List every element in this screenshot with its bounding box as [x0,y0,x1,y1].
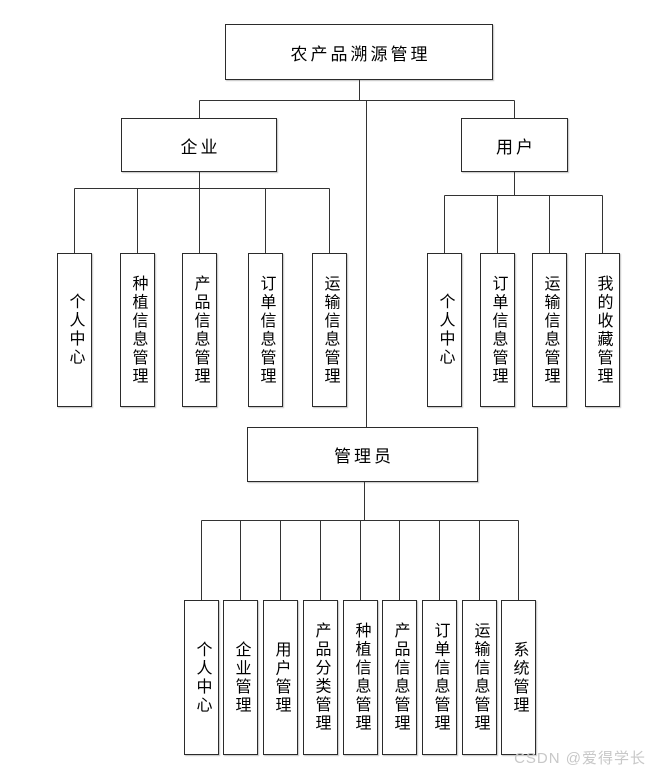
node-label: 运输信息管理 [471,622,489,733]
node-admin-product-info: 产品信息管理 [382,600,417,755]
node-admin-system-mgmt: 系统管理 [501,600,536,755]
node-admin-personal-center: 个人中心 [184,600,219,755]
node-label: 运输信息管理 [321,274,339,386]
node-label: 我的收藏管理 [594,274,612,386]
node-label: 产品分类管理 [312,622,330,733]
node-enterprise-product-info: 产品信息管理 [182,253,217,407]
node-admin-user-mgmt: 用户管理 [263,600,298,755]
connector-user-children [444,172,603,253]
node-label: 种植信息管理 [352,622,370,733]
node-user-order-info: 订单信息管理 [480,253,515,407]
node-label: 系统管理 [510,640,528,715]
node-root-label: 农产品溯源管理 [290,44,431,64]
node-label: 订单信息管理 [489,274,507,386]
connector-enterprise-children [74,172,330,253]
node-label: 订单信息管理 [257,274,275,386]
node-user-transport-info: 运输信息管理 [532,253,567,407]
node-admin-enterprise-mgmt: 企业管理 [223,600,258,755]
node-label: 产品信息管理 [191,274,209,386]
node-user-favorites: 我的收藏管理 [585,253,620,407]
node-label: 用户管理 [272,640,290,715]
node-admin-order-info: 订单信息管理 [422,600,457,755]
node-admin: 管理员 [247,427,478,482]
node-label: 个人中心 [193,640,211,715]
node-label: 运输信息管理 [541,274,559,386]
node-user-label: 用户 [496,137,536,157]
watermark: CSDN @爱得学长 [514,750,646,767]
node-enterprise-planting-info: 种植信息管理 [120,253,155,407]
connector-admin-children [201,482,519,600]
node-root: 农产品溯源管理 [225,24,493,80]
node-enterprise: 企业 [121,118,277,172]
node-user: 用户 [461,118,568,172]
node-admin-label: 管理员 [334,447,394,466]
node-enterprise-order-info: 订单信息管理 [248,253,283,407]
node-enterprise-label: 企业 [180,137,221,157]
node-user-personal-center: 个人中心 [427,253,462,407]
node-label: 个人中心 [66,293,84,367]
node-label: 企业管理 [232,640,250,715]
node-enterprise-personal-center: 个人中心 [57,253,92,407]
node-admin-product-category: 产品分类管理 [303,600,338,755]
node-label: 种植信息管理 [129,274,147,386]
node-label: 个人中心 [436,293,454,367]
node-admin-planting-info: 种植信息管理 [343,600,378,755]
node-admin-transport-info: 运输信息管理 [462,600,497,755]
node-label: 订单信息管理 [431,622,449,733]
node-enterprise-transport-info: 运输信息管理 [312,253,347,407]
node-label: 产品信息管理 [391,622,409,733]
